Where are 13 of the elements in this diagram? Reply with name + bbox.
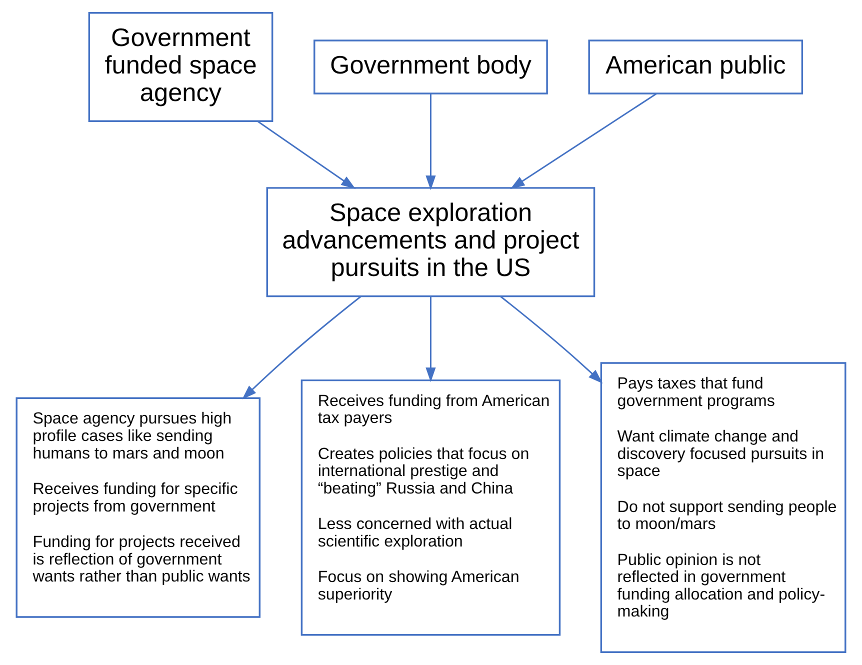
node-box: Government funded space agency: [88, 12, 274, 122]
node-box: Government body: [314, 40, 548, 94]
arrow: [257, 120, 356, 189]
arrow: [426, 94, 436, 190]
node-box: Space exploration advancements and project pursuits in the US: [266, 187, 596, 298]
arrow: [242, 296, 362, 400]
node-box: Pays taxes that fund government programs Want climate change and discovery focused pursuits in space Do not support sending people to moon/mars Public opinion is not reflected in government funding allocation and policy-making: [600, 362, 846, 654]
node-box: Receives funding from American tax payers Creates policies that focus on international prestige and “beating” Russia and China Less concerned with actual scientific exploration Focus on showing American superiority: [300, 379, 561, 636]
arrow: [510, 93, 657, 190]
arrow: [426, 296, 436, 382]
node-box: Space agency pursues high profile cases like sending humans to mars and moon Receives funding for specific projects from government Funding for projects received is reflection of government wants rather than public wants: [16, 397, 261, 618]
arrow: [500, 296, 603, 384]
node-box: American public: [588, 40, 804, 94]
